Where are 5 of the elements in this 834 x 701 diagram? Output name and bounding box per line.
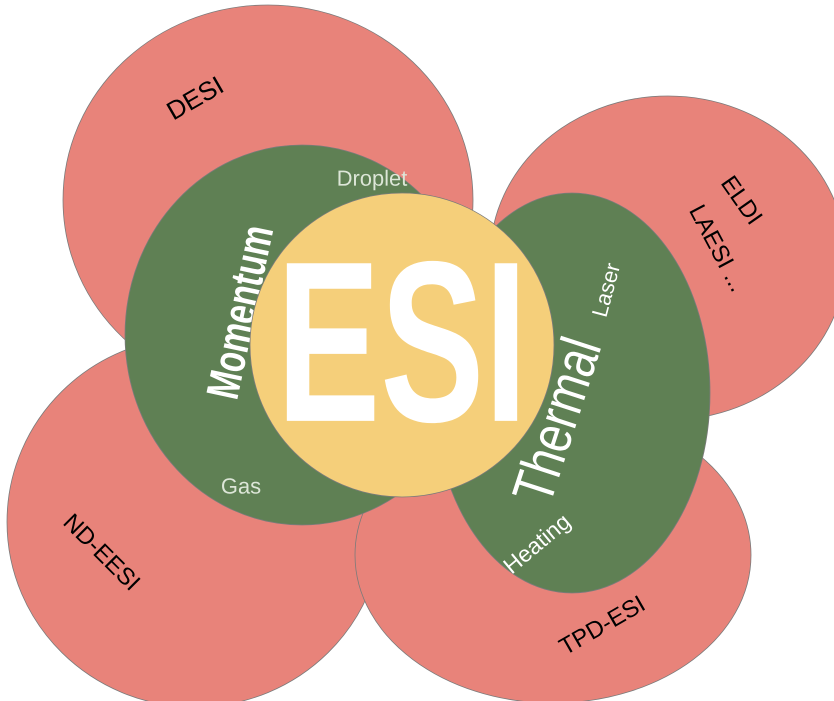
- sub-label: Droplet: [338, 170, 408, 190]
- sub-label: Laser: [592, 262, 620, 317]
- label: DESI: [166, 76, 224, 120]
- sub-label: Gas: [222, 478, 260, 494]
- axis-word: Momentum: [206, 227, 274, 400]
